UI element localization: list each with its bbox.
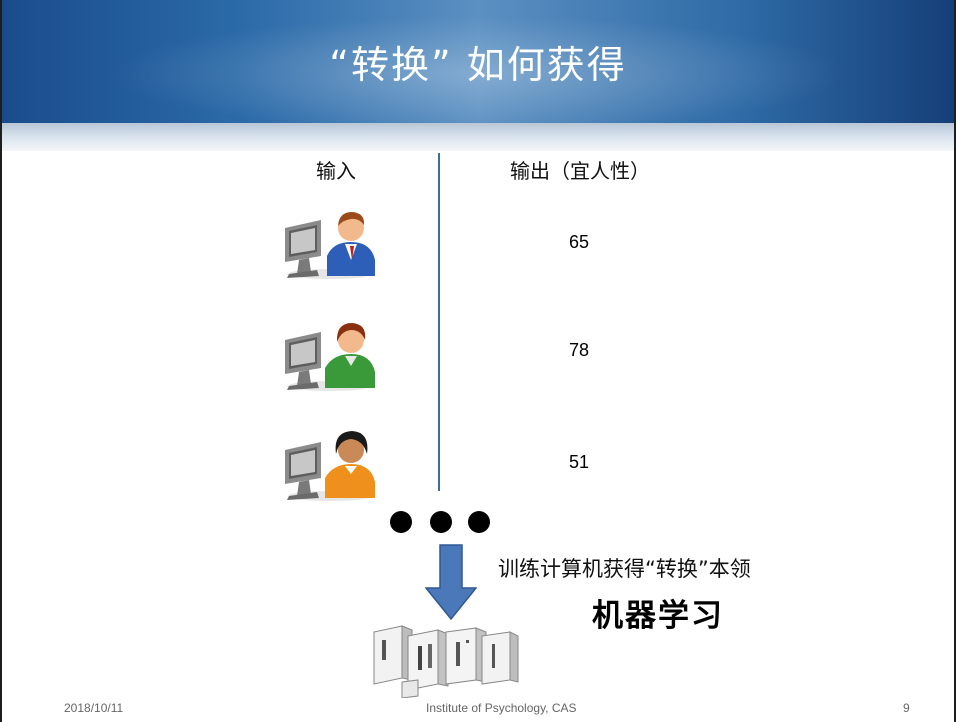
output-value: 51: [569, 452, 590, 472]
footer-page-number: 9: [903, 701, 910, 715]
input-column-header: 输入: [316, 159, 356, 183]
user-male-blue-icon: [285, 212, 375, 279]
down-arrow-icon: [425, 544, 477, 620]
output-column-header: 输出（宜人性）: [510, 159, 650, 183]
slide-title: “转换” 如何获得: [329, 43, 627, 87]
output-value: 78: [569, 340, 590, 360]
server-rack-icon: [373, 625, 519, 698]
title-bar-glow: [2, 0, 954, 123]
machine-learning-label: 机器学习: [592, 598, 724, 634]
footer-date: 2018/10/11: [64, 701, 124, 715]
slide-border-left: [0, 0, 2, 722]
column-divider: [438, 153, 440, 491]
user-female-green-icon: [285, 323, 375, 391]
footer-institution: Institute of Psychology, CAS: [426, 701, 577, 715]
ellipsis-dot: [430, 511, 452, 533]
training-caption: 训练计算机获得“转换”本领: [498, 557, 751, 581]
ellipsis-dot: [468, 511, 490, 533]
slide-border-right: [954, 0, 956, 722]
title-bar-gradient-band: [2, 123, 954, 151]
title-bar: “转换” 如何获得: [2, 0, 954, 123]
ellipsis-dot: [390, 511, 412, 533]
user-female-orange-icon: [285, 431, 375, 501]
output-value: 65: [569, 232, 590, 252]
